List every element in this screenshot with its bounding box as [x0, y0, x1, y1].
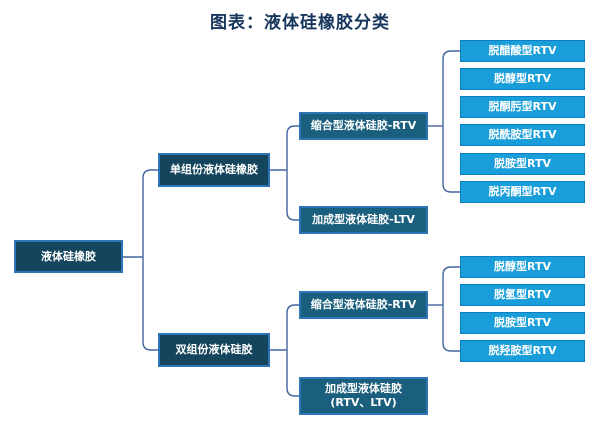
node-addition-rtv-ltv: 加成型液体硅胶(RTV、LTV) [299, 377, 428, 415]
connector-cond-bot-bracket [442, 266, 460, 352]
leaf-dealcohol-rtv-top: 脱醇型RTV [460, 68, 585, 90]
connector-single-bracket [286, 125, 299, 221]
leaf-deacetic-rtv: 脱醋酸型RTV [460, 40, 585, 62]
node-condensation-rtv-bottom: 缩合型液体硅胶-RTV [299, 291, 428, 319]
leaf-deacetone-rtv: 脱丙酮型RTV [460, 181, 585, 203]
node-addition-ltv: 加成型液体硅胶-LTV [299, 206, 428, 234]
leaf-dehydrogen-rtv: 脱氢型RTV [460, 284, 585, 306]
connector-double-bracket [286, 304, 299, 397]
leaf-deamine-rtv-top: 脱胺型RTV [460, 153, 585, 175]
node-double-component: 双组份液体硅胶 [158, 333, 270, 367]
leaf-deamine-rtv-bottom: 脱胺型RTV [460, 312, 585, 334]
connector-root-bracket [142, 169, 158, 351]
connector-cond-top-bracket [442, 50, 460, 193]
leaf-deketoxime-rtv: 脱酮肟型RTV [460, 96, 585, 118]
node-condensation-rtv-top: 缩合型液体硅胶-RTV [299, 112, 428, 140]
node-single-component: 单组份液体硅橡胶 [158, 153, 270, 187]
node-liquid-silicone-rubber: 液体硅橡胶 [14, 240, 123, 273]
leaf-dealcohol-rtv-bottom: 脱醇型RTV [460, 256, 585, 278]
leaf-dehydroxylamine-rtv: 脱羟胺型RTV [460, 340, 585, 362]
diagram-title: 图表：液体硅橡胶分类 [210, 13, 390, 33]
leaf-deamide-rtv: 脱酰胺型RTV [460, 124, 585, 146]
